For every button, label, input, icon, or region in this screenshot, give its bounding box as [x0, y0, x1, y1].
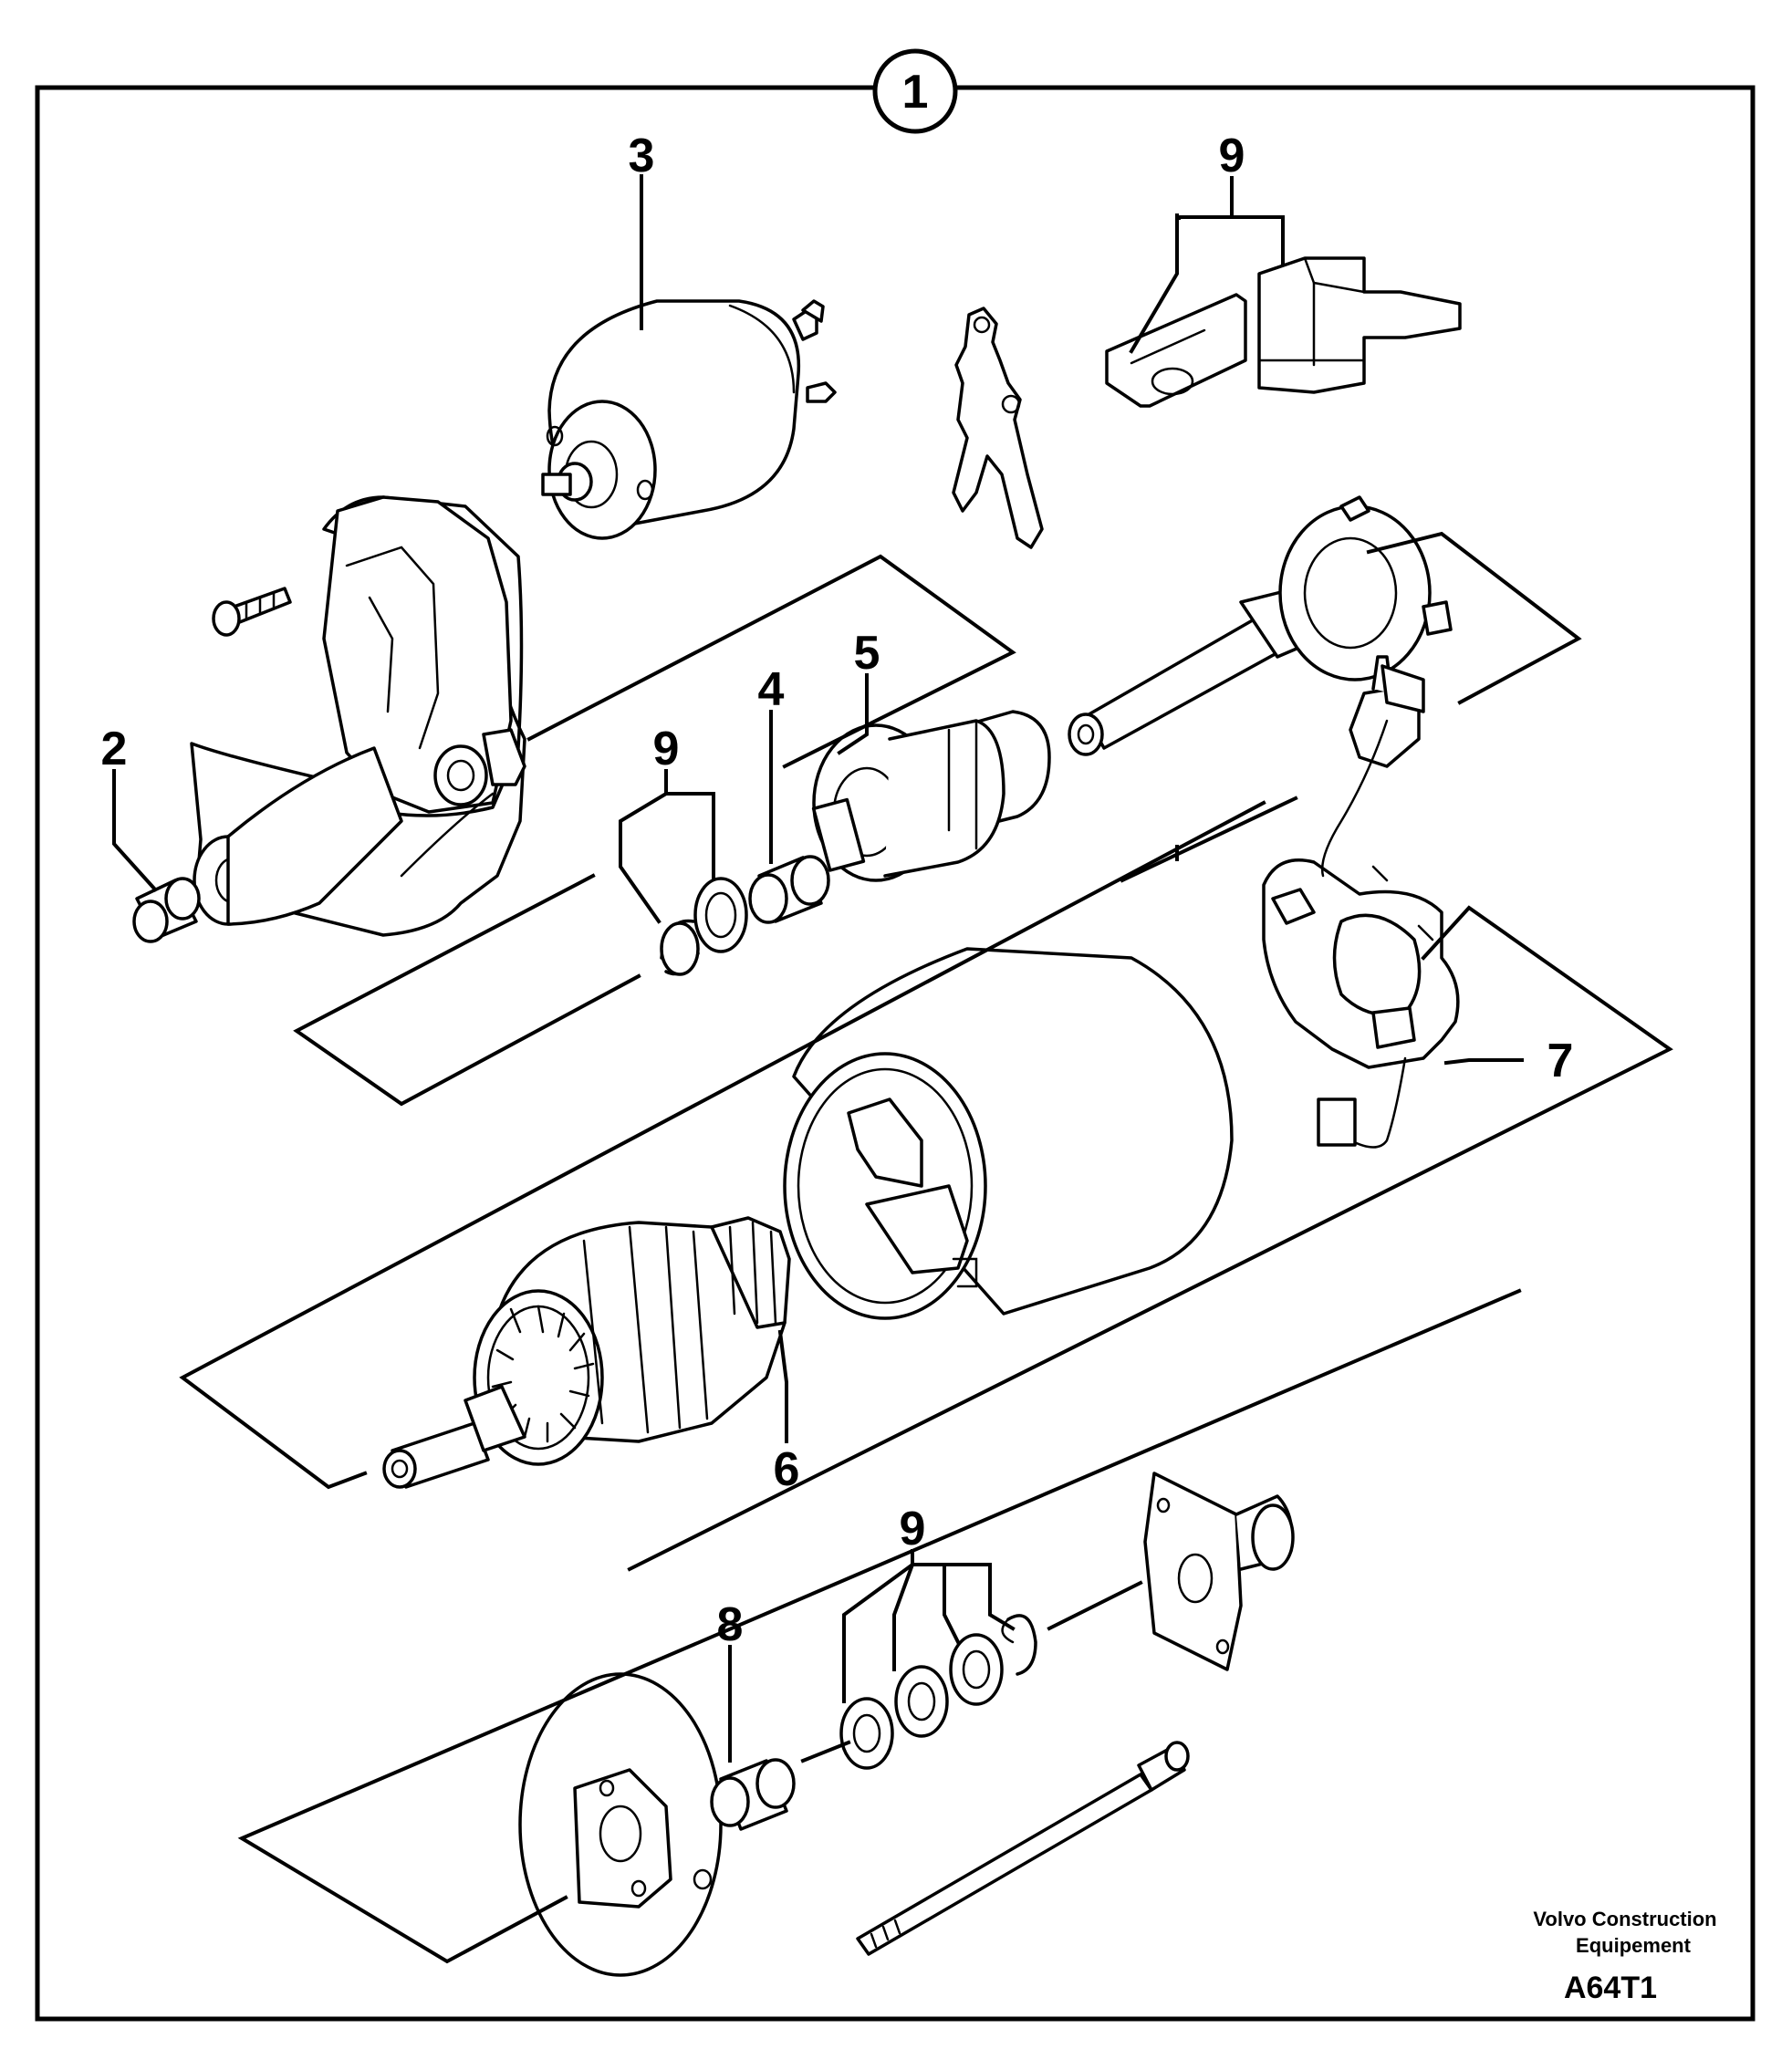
shift-fork-part — [952, 307, 1044, 549]
callout-solenoid: 3 — [629, 130, 655, 182]
bushing-rear-part — [710, 1758, 796, 1831]
callout-drive-pinion: 5 — [854, 627, 880, 680]
maker-line-1: Volvo Construction — [1533, 1908, 1716, 1930]
callout-washer-set-rear: 9 — [900, 1503, 926, 1555]
armature-part — [382, 1216, 791, 1489]
callout-brush-set: 9 — [1219, 130, 1245, 182]
drive-end-housing-part — [190, 495, 526, 937]
callout-bushing-front: 2 — [101, 723, 128, 775]
callout-armature: 6 — [774, 1443, 800, 1496]
callout-bushing-drive: 4 — [758, 663, 785, 716]
leader-lines — [112, 174, 1524, 1763]
drive-pinion-part — [811, 710, 1051, 882]
maker-line-2: Equipement — [1576, 1934, 1692, 1957]
drive-shaft-part — [1068, 495, 1453, 756]
solenoid-part — [541, 299, 837, 540]
end-cover-part — [518, 1672, 723, 1977]
callout-labels: 3 9 2 9 4 5 7 6 8 9 — [101, 130, 1574, 1651]
assembly-lines — [179, 531, 1673, 1964]
rear-bracket-part — [1143, 1472, 1295, 1671]
callout-brush-holder: 7 — [1547, 1035, 1574, 1087]
field-frame-part — [783, 947, 1234, 1320]
housing-bolt-part — [212, 587, 292, 637]
figure-code: A64T1 — [1564, 1971, 1657, 2005]
brush-holder-part — [1262, 655, 1460, 1149]
brush-set-part — [1105, 256, 1462, 408]
callout-bushing-rear: 8 — [717, 1598, 744, 1651]
footer-block: Volvo Construction Equipement A64T1 — [1533, 1908, 1716, 2005]
bushing-drive-part — [748, 855, 830, 924]
assembly-callout: 1 — [872, 48, 958, 134]
washer-set-rear-part — [839, 1614, 1037, 1770]
bushing-front-part — [132, 877, 201, 943]
assembly-callout-label: 1 — [902, 66, 929, 119]
callout-circlip-front: 9 — [653, 723, 680, 775]
circlip-front-part — [660, 877, 748, 976]
through-bolt-part — [856, 1741, 1190, 1956]
